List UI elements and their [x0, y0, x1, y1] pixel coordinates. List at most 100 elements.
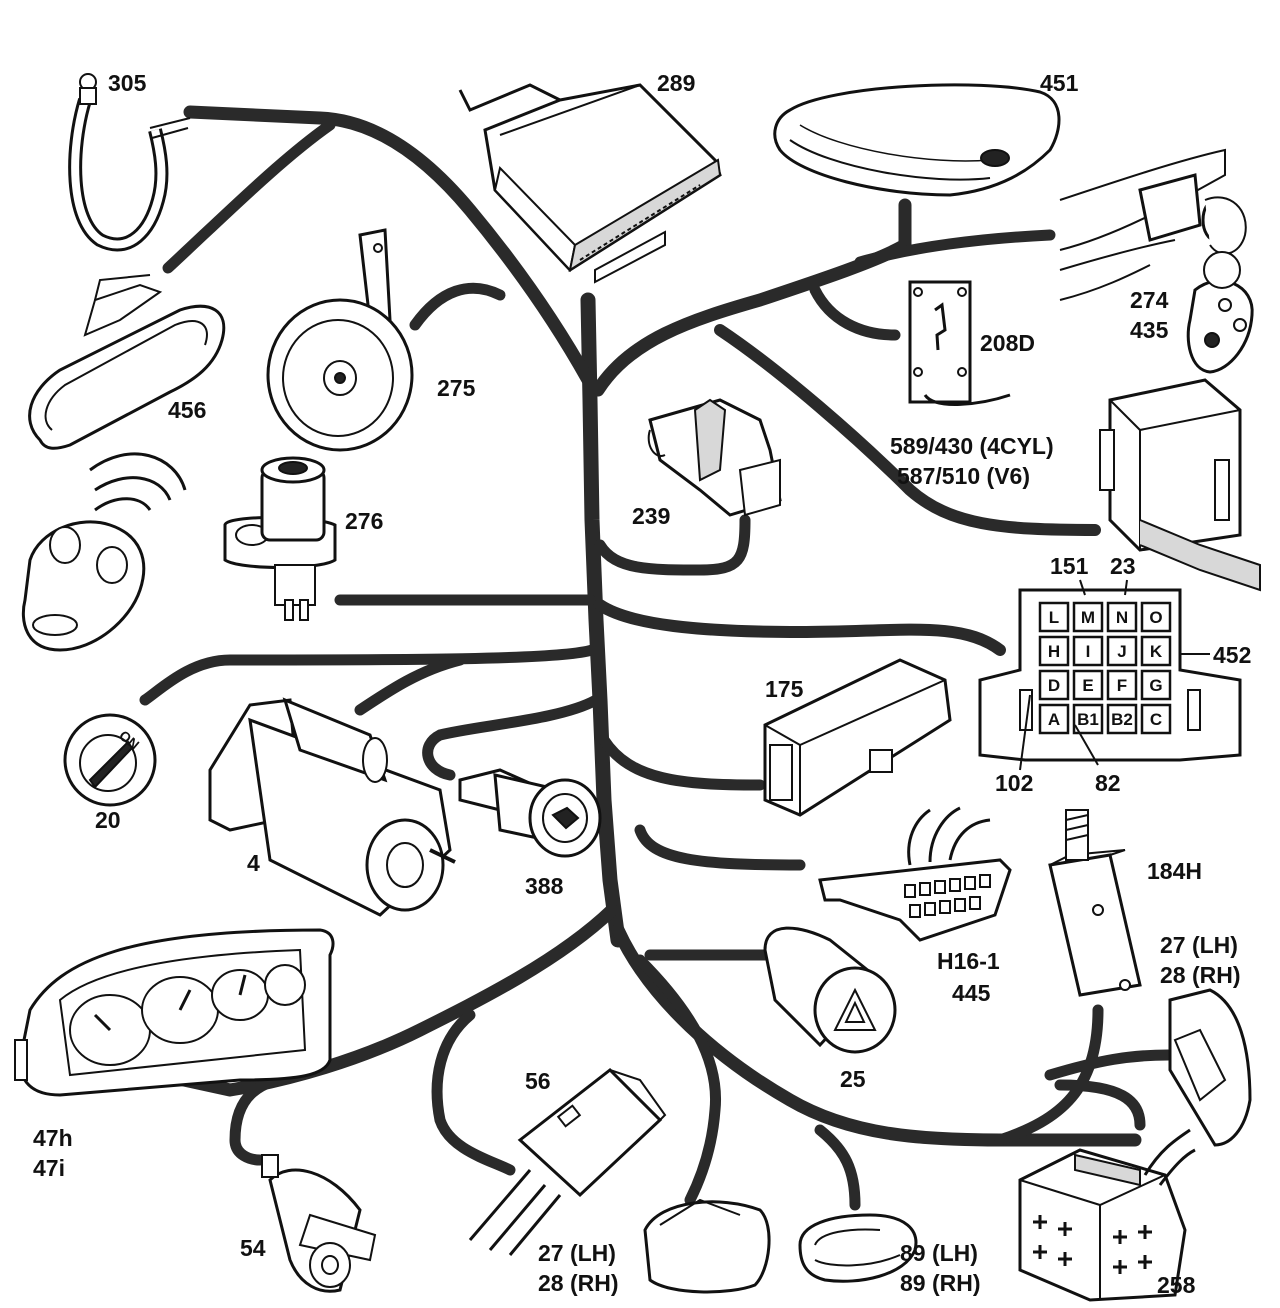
connector-pin-box [1140, 703, 1172, 735]
harness-branch-452 [594, 599, 1006, 656]
harness-branch-right-top [591, 198, 912, 397]
label-208d: 208D [980, 330, 1035, 356]
component-56-connector [468, 1068, 667, 1256]
component-456-rearview-mirror [28, 274, 226, 450]
harness-branch-275 [409, 282, 506, 331]
label-276: 276 [345, 508, 384, 534]
label-28rh-upper: 28 (RH) [1160, 962, 1241, 988]
connector-pin-box [1038, 601, 1070, 633]
harness-branch-4 [354, 654, 466, 716]
connector-pin-box [1072, 669, 1104, 701]
connector-pin-label: H [1048, 642, 1060, 661]
component-20-ignition-switch: ON [63, 713, 157, 807]
harness-branch-54 [229, 1069, 306, 1166]
component-remote-fob [21, 452, 187, 652]
harness-branch-2728a [1044, 1049, 1174, 1081]
component-289-module [458, 83, 722, 284]
label-274: 274 [1130, 287, 1169, 313]
label-28rh-lower: 28 (RH) [538, 1270, 619, 1296]
component-435-key-fob [1186, 251, 1254, 374]
label-82: 82 [1095, 770, 1121, 796]
harness-branch-ecu [714, 324, 1101, 536]
connector-pin-box [1106, 703, 1138, 735]
wiring-harness [139, 105, 1174, 1211]
connector-pin-label: I [1086, 642, 1091, 661]
component-175-module [763, 658, 952, 817]
component-89-side-repeater [798, 1213, 918, 1283]
label-25: 25 [840, 1066, 866, 1092]
label-56: 56 [525, 1068, 551, 1094]
component-2728-lower-lamp [643, 1198, 771, 1294]
label-239: 239 [632, 503, 671, 529]
connector-pin-label: M [1081, 608, 1095, 627]
connector-pin-label: F [1117, 676, 1127, 695]
connector-pin-label: A [1048, 710, 1060, 729]
harness-branch-239 [594, 514, 751, 576]
connector-pin-label: K [1150, 642, 1163, 661]
label-151: 151 [1050, 553, 1089, 579]
harness-branch-20 [139, 644, 598, 706]
component-239-module [647, 398, 782, 517]
label-27lh-lower: 27 (LH) [538, 1240, 616, 1266]
connector-pin-i: I [1072, 635, 1104, 667]
connector-pin-h: H [1038, 635, 1070, 667]
harness-trunk [580, 292, 626, 948]
harness-branch-56 [431, 1009, 516, 1176]
connector-pin-m: M [1072, 601, 1104, 633]
label-451: 451 [1040, 70, 1079, 96]
connector-pin-box [1038, 669, 1070, 701]
connector-pin-g: G [1140, 669, 1172, 701]
harness-branch-258 [1054, 1079, 1146, 1131]
label-258: 258 [1157, 1272, 1196, 1298]
connector-pin-o: O [1140, 601, 1172, 633]
label-47i: 47i [33, 1155, 65, 1181]
connector-pin-label: C [1150, 710, 1162, 729]
component-208d-switch [908, 280, 1011, 406]
connector-pin-label: B1 [1077, 710, 1099, 729]
label-289: 289 [657, 70, 696, 96]
component-258-connector [1018, 1128, 1196, 1302]
connector-pin-n: N [1106, 601, 1138, 633]
component-388-power-socket [458, 768, 602, 858]
connector-pin-b1: B1 [1072, 703, 1104, 735]
connector-pin-box [1072, 601, 1104, 633]
label-305: 305 [108, 70, 147, 96]
connector-pin-box [1106, 635, 1138, 667]
connector-pin-label: E [1082, 676, 1093, 695]
label-89lh: 89 (LH) [900, 1240, 978, 1266]
connector-pin-l: L [1038, 601, 1070, 633]
connector-pin-box [1140, 601, 1172, 633]
harness-branch-456 [162, 119, 336, 274]
connector-pin-label: J [1117, 642, 1126, 661]
connector-pin-box [1072, 703, 1104, 735]
harness-branch-305 [183, 105, 595, 387]
connector-pin-j: J [1106, 635, 1138, 667]
component-4-starter-motor [208, 697, 456, 917]
harness-branch-175 [598, 734, 766, 791]
harness-branch-h161 [634, 824, 806, 871]
label-20: 20 [95, 807, 121, 833]
component-54-switch [261, 1154, 377, 1293]
label-275: 275 [437, 375, 476, 401]
connector-pin-label: N [1116, 608, 1128, 627]
label-102: 102 [995, 770, 1034, 796]
harness-branch-184h [994, 1004, 1104, 1146]
component-h161-connector [818, 806, 1012, 942]
connector-pin-box [1106, 669, 1138, 701]
connector-pin-box [1140, 635, 1172, 667]
component-276-door-switch [223, 456, 337, 621]
connector-pin-b2: B2 [1106, 703, 1138, 735]
label-89rh: 89 (RH) [900, 1270, 981, 1296]
component-184h-switch [1048, 809, 1142, 997]
harness-branch-388 [422, 694, 602, 781]
label-435: 435 [1130, 317, 1169, 343]
component-589-engine-ecu [1099, 378, 1261, 592]
label-175: 175 [765, 676, 804, 702]
connector-pin-d: D [1038, 669, 1070, 701]
label-184h: 184H [1147, 858, 1202, 884]
label-54: 54 [240, 1235, 266, 1261]
harness-branch-274 [854, 229, 1056, 268]
